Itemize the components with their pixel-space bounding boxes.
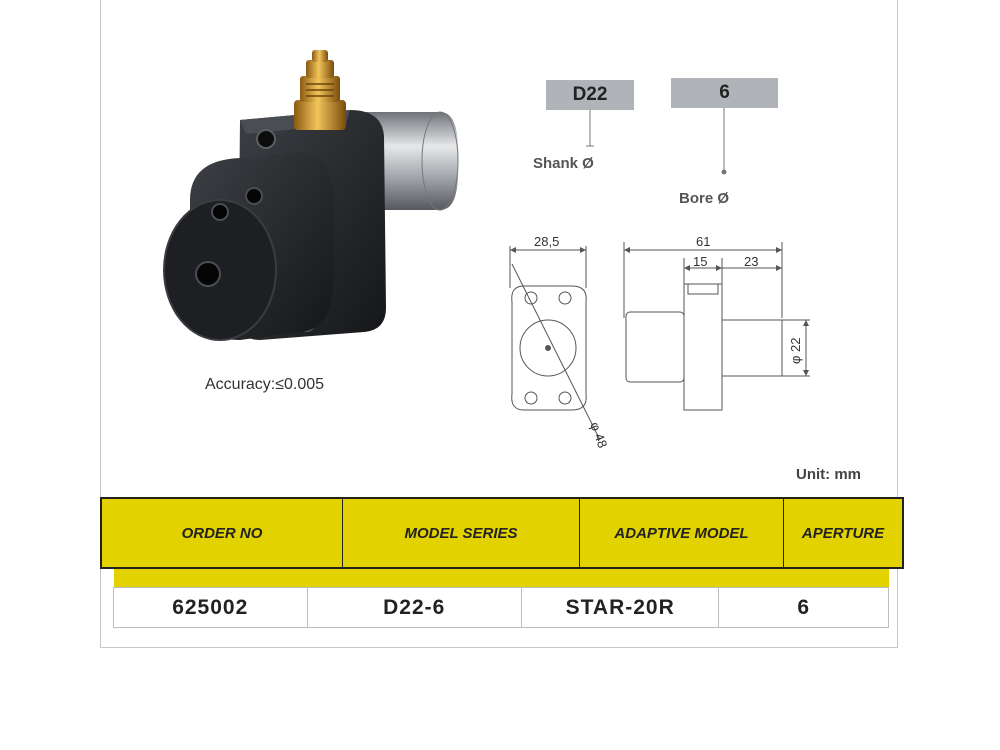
product-sheet [100, 0, 898, 648]
table-row: 625002 D22-6 STAR-20R 6 [113, 587, 889, 628]
shank-code-box: D22 [546, 80, 634, 110]
dim-flange-diameter: φ 48 [587, 420, 610, 450]
bore-code-box: 6 [671, 78, 778, 108]
header-order-no: ORDER NO [102, 499, 343, 567]
cell-order-no: 625002 [114, 588, 308, 627]
header-adaptive-model: ADAPTIVE MODEL [580, 499, 784, 567]
bore-label: Bore Ø [679, 190, 730, 207]
cell-adaptive-model: STAR-20R [522, 588, 720, 627]
header-model-series: MODEL SERIES [343, 499, 580, 567]
tool-holder-image [163, 50, 459, 341]
spec-table-header: ORDER NO MODEL SERIES ADAPTIVE MODEL APE… [100, 497, 904, 569]
technical-drawing: 28,5 61 15 23 φ 22 φ 48 [509, 234, 810, 450]
accuracy-spec: Accuracy:≤0.005 [205, 376, 325, 393]
dim-shank-length: 23 [744, 254, 758, 269]
dim-shank-diameter: φ 22 [788, 337, 803, 364]
dim-flange: 15 [693, 254, 707, 269]
dim-width: 28,5 [534, 234, 559, 249]
cell-aperture: 6 [797, 595, 811, 619]
unit-label: Unit: mm [796, 466, 861, 483]
dim-length: 61 [696, 234, 710, 249]
table-divider-strip [114, 569, 889, 587]
shank-label: Shank Ø [533, 155, 594, 172]
cell-model-series: D22-6 [308, 588, 522, 627]
header-aperture: APERTURE [801, 524, 885, 542]
